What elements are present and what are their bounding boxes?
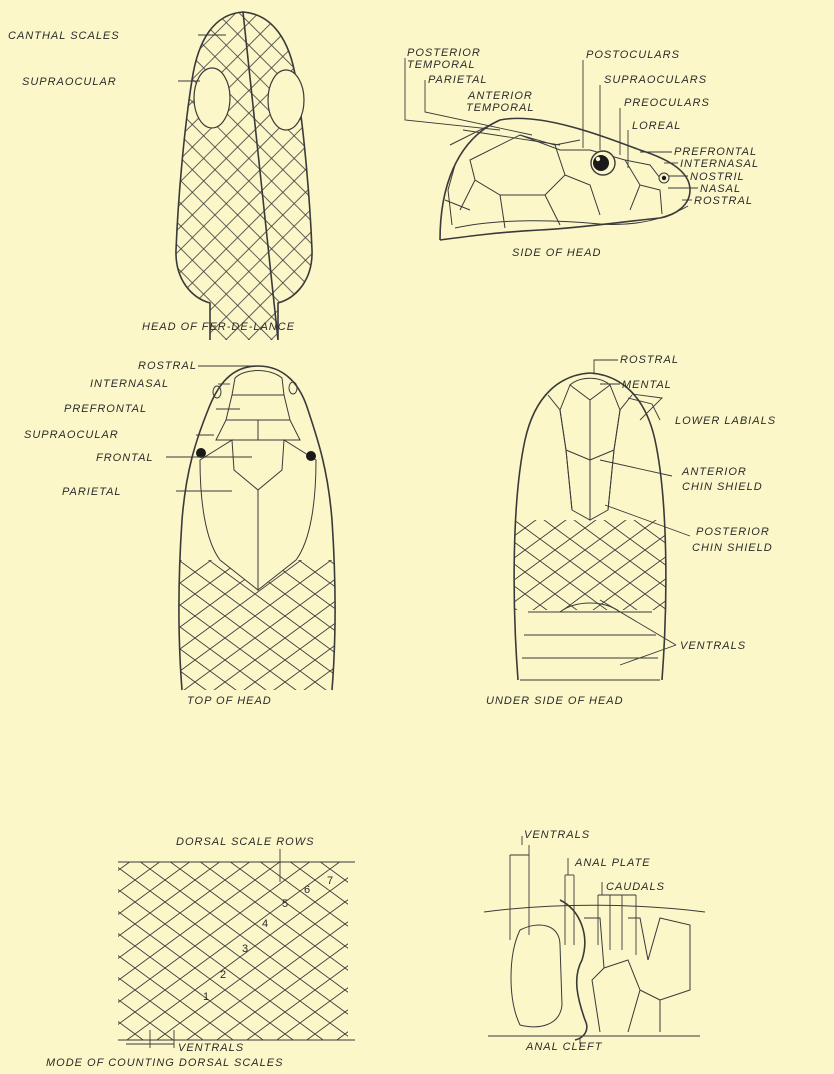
dorsal-scale-rows-label: DORSAL SCALE ROWS [176,836,314,848]
top-parietal-label: PARIETAL [62,486,122,498]
anal-ventrals-label: VENTRALS [524,829,590,841]
side-head-figure: POSTERIOR TEMPORAL PARIETAL ANTERIOR TEM… [405,47,759,259]
top-internasal-label: INTERNASAL [90,378,169,390]
fer-de-lance-right-supraocular [268,70,304,130]
top-supraocular-label: SUPRAOCULAR [24,429,119,441]
dorsal-row-number: 1 [203,991,209,1003]
dorsal-row-number: 3 [242,943,248,955]
side-head-caption: SIDE OF HEAD [512,247,601,259]
fer-de-lance-caption: HEAD OF FER-DE-LANCE [142,321,295,333]
dorsal-ventrals-label: VENTRALS [178,1042,244,1054]
dorsal-row-number: 6 [304,884,310,896]
under-head-figure: ROSTRAL MENTAL LOWER LABIALS ANTERIOR CH… [486,354,776,707]
top-rostral-label: ROSTRAL [138,360,197,372]
dorsal-caption: MODE OF COUNTING DORSAL SCALES [46,1057,283,1069]
top-head-figure: ROSTRAL INTERNASAL PREFRONTAL SUPRAOCULA… [24,360,338,707]
posterior-temporal-label-1: POSTERIOR [407,47,481,59]
under-head-caption: UNDER SIDE OF HEAD [486,695,624,707]
fer-de-lance-supraocular-label: SUPRAOCULAR [22,76,117,88]
postoculars-label: POSTOCULARS [586,49,680,61]
dorsal-row-number: 7 [327,875,333,887]
under-ventrals-label: VENTRALS [680,640,746,652]
caudals-label: CAUDALS [606,881,665,893]
anal-cleft-caption: ANAL CLEFT [525,1041,603,1053]
fer-de-lance-figure: CANTHAL SCALES SUPRAOCULAR HEAD OF FER-D… [8,10,320,345]
anterior-temporal-label-1: ANTERIOR [467,90,533,102]
supraoculars-label: SUPRAOCULARS [604,74,707,86]
frontal-label: FRONTAL [96,452,154,464]
side-internasal-label: INTERNASAL [680,158,759,170]
top-prefrontal-label: PREFRONTAL [64,403,147,415]
posterior-temporal-label-2: TEMPORAL [407,59,476,71]
preoculars-label: PREOCULARS [624,97,710,109]
side-parietal-label: PARIETAL [428,74,488,86]
posterior-chin-shield-label-1: POSTERIOR [696,526,770,538]
nostril-label: NOSTRIL [690,171,745,183]
fer-de-lance-left-supraocular [194,68,230,128]
posterior-chin-shield-label-2: CHIN SHIELD [692,542,773,554]
dorsal-row-number: 4 [262,918,268,930]
under-head-chin-shields [560,378,620,520]
under-head-ventral-plates [520,603,660,680]
side-prefrontal-label: PREFRONTAL [674,146,757,158]
canthal-scales-label: CANTHAL SCALES [8,30,120,42]
top-head-caption: TOP OF HEAD [187,695,272,707]
fer-de-lance-scale-mesh [170,10,320,345]
side-rostral-label: ROSTRAL [694,195,753,207]
lower-labials-label: LOWER LABIALS [675,415,776,427]
anterior-temporal-label-2: TEMPORAL [466,102,535,114]
anal-plate-outline [560,900,587,1040]
anterior-chin-shield-label-1: ANTERIOR [681,466,747,478]
loreal-label: LOREAL [632,120,681,132]
anal-plate-label: ANAL PLATE [574,857,651,869]
mental-label: MENTAL [622,379,672,391]
under-rostral-label: ROSTRAL [620,354,679,366]
under-head-throat-scales [515,520,670,610]
top-head-right-eye [306,451,316,461]
dorsal-row-number: 2 [220,969,226,981]
top-head-shields [200,371,316,591]
dorsal-scale-mesh [118,862,358,1040]
dorsal-count-figure: 1 2 3 4 5 6 7 DORSAL SCALE ROWS VENTRALS… [46,836,358,1069]
anterior-chin-shield-label-2: CHIN SHIELD [682,481,763,493]
top-head-left-eye [196,448,206,458]
dorsal-row-number: 5 [282,898,288,910]
nasal-label: NASAL [700,183,741,195]
anal-cleft-figure: VENTRALS ANAL PLATE CAUDALS ANAL CLEFT [484,829,705,1053]
